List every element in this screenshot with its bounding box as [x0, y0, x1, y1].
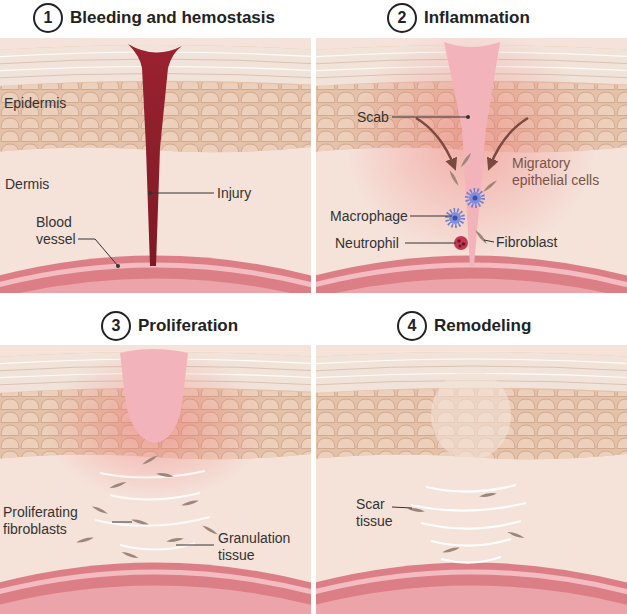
stage-heading: 2 Inflammation: [387, 3, 530, 33]
part-label: Scar tissue: [356, 496, 406, 530]
wound-blood: [128, 44, 182, 266]
panel-remodeling: [316, 345, 627, 614]
step-number: 3: [101, 311, 131, 341]
part-label: Scab: [357, 109, 417, 126]
panel-proliferation: [0, 345, 311, 614]
skin-layers: [0, 38, 311, 293]
scar-fibres: [411, 485, 526, 563]
stage-title: Inflammation: [424, 8, 530, 28]
skin-layers: [316, 345, 627, 614]
part-label: Macrophage: [330, 208, 420, 225]
stage-heading: 1 Bleeding and hemostasis: [33, 3, 275, 33]
scab: [120, 349, 188, 443]
migration-arrow: [416, 118, 454, 166]
stage-title: Bleeding and hemostasis: [70, 8, 275, 28]
inflammation-glow: [45, 350, 265, 500]
scab: [444, 42, 500, 266]
panel-bleeding: [0, 38, 311, 293]
stage-heading: 4 Remodeling: [397, 311, 531, 341]
skin-layers: [0, 345, 311, 614]
stage-title: Proliferation: [138, 316, 238, 336]
step-number: 2: [387, 3, 417, 33]
fibroblast-cluster: [407, 492, 525, 554]
fibroblast-cell: [474, 229, 488, 245]
leader-dots: [116, 115, 470, 268]
part-label: Blood vessel: [36, 214, 91, 248]
part-label: Migratory epithelial cells: [512, 155, 622, 189]
stage-title: Remodeling: [434, 316, 531, 336]
part-label: Granulation tissue: [218, 530, 318, 564]
fibroblast-cluster: [76, 454, 219, 559]
part-label: Injury: [217, 185, 287, 202]
panel-inflammation: [316, 38, 627, 293]
step-number: 1: [33, 3, 63, 33]
step-number: 4: [397, 311, 427, 341]
part-label: Dermis: [5, 176, 85, 193]
macrophage-cell: [467, 190, 483, 206]
neutrophil-cell: [454, 236, 468, 250]
healed-area: [431, 370, 511, 460]
macrophage-cell: [447, 210, 463, 226]
leader-lines: [78, 117, 494, 545]
stage-heading: 3 Proliferation: [101, 311, 238, 341]
part-label: Proliferating fibroblasts: [3, 504, 113, 538]
granulation-fibres: [95, 471, 210, 550]
part-label: Fibroblast: [496, 234, 586, 251]
fibroblast-cell: [482, 179, 498, 193]
fibroblast-cell: [460, 152, 473, 168]
part-label: Epidermis: [4, 95, 94, 112]
part-label: Neutrophil: [335, 235, 425, 252]
fibroblast-cell: [448, 169, 460, 186]
